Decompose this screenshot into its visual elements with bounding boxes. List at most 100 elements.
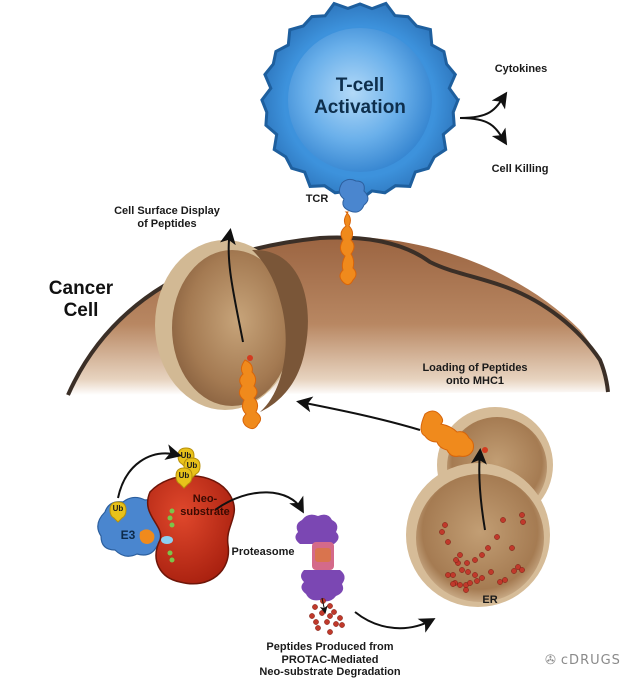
t-cell-activation-label: T-cell Activation	[310, 75, 410, 119]
neo-substrate-line1: Neo-	[192, 493, 218, 505]
neo-substrate-line2: substrate	[180, 505, 230, 518]
peptide-dot	[457, 552, 463, 558]
arrow-surface-display	[220, 228, 244, 343]
peptide-dot	[497, 579, 503, 585]
peptide-dot	[339, 622, 345, 628]
arrow-to-er	[354, 611, 436, 633]
cancer-cell-label: Cancer Cell	[36, 278, 126, 322]
peptide-dot	[337, 615, 343, 621]
peptide-dot	[465, 569, 471, 575]
cell-surface-display-line1: Cell Surface Display	[114, 205, 220, 217]
peptide-dot	[315, 625, 321, 631]
peptide-dot	[472, 572, 478, 578]
peptide-dot	[511, 568, 517, 574]
cell-surface-display-label: Cell Surface Display of Peptides	[104, 205, 230, 230]
arrow-proteasome-release	[319, 597, 328, 614]
cell-surface-display-line2: of Peptides	[137, 217, 197, 230]
ub-label-3: Ub	[178, 471, 190, 480]
peptide-dot	[331, 609, 337, 615]
peptide-dot	[479, 575, 485, 581]
cancer-cell	[66, 235, 610, 412]
arrow-ub-transfer	[117, 444, 182, 499]
peptide-dot	[313, 619, 319, 625]
arrow-er-loading	[470, 448, 487, 531]
arrow-to-cell-killing	[459, 117, 508, 146]
peptide-dot	[494, 534, 500, 540]
ub-label-1: Ub	[180, 451, 192, 460]
proteasome	[295, 514, 345, 635]
proteasome-label: Proteasome	[231, 546, 295, 558]
neo-substrate-label: Neo- substrate	[175, 493, 235, 518]
peptide-dot	[439, 529, 445, 535]
arrows	[117, 91, 508, 633]
tcr-receptor	[338, 178, 369, 213]
peptide-dot	[464, 560, 470, 566]
ub-label-2: Ub	[186, 461, 198, 470]
cancer-cell-line2: Cell	[63, 299, 99, 321]
mhc1-peptide-vesicle	[238, 355, 262, 430]
surface-vesicle	[155, 240, 308, 412]
neo-substrate	[139, 475, 236, 585]
er-peptide-dots	[439, 512, 526, 593]
arrow-er-to-vesicle	[296, 396, 421, 431]
peptide-dot	[467, 580, 473, 586]
loading-peptides-line1: Loading of Peptides	[422, 362, 528, 374]
ubiquitin-tags	[109, 447, 201, 523]
peptide-dot	[309, 613, 315, 619]
peptide-dot	[333, 621, 339, 627]
peptide-dot	[319, 610, 325, 616]
peptide-dot	[453, 557, 459, 563]
peptide-dot	[327, 629, 333, 635]
t-cell-label-line2: Activation	[314, 96, 406, 118]
loading-peptides-label: Loading of Peptides onto MHC1	[410, 362, 540, 387]
peptide-dot	[459, 567, 465, 573]
arrow-to-cytokines	[459, 91, 508, 119]
e3-label: E3	[120, 528, 136, 542]
peptide-dot	[445, 572, 451, 578]
peptides-produced-line2: PROTAC-Mediated	[281, 653, 379, 666]
peptide-dot	[445, 539, 451, 545]
peptide-dot	[463, 587, 469, 593]
er-label: ER	[482, 594, 498, 606]
peptides-produced-line1: Peptides Produced from	[266, 641, 394, 653]
watermark: ✇ cDRUGS	[545, 653, 621, 668]
peptide-dot	[312, 604, 318, 610]
t-cell	[260, 1, 461, 202]
peptide-dot	[457, 582, 463, 588]
peptide-dot	[479, 552, 485, 558]
peptide-dot	[327, 613, 333, 619]
peptide-dot	[500, 517, 506, 523]
watermark-text: cDRUGS	[560, 653, 621, 668]
peptide-dot	[327, 603, 333, 609]
peptides-produced-label: Peptides Produced from PROTAC-Mediated N…	[250, 641, 410, 679]
peptide-dot	[472, 557, 478, 563]
peptide-dot	[520, 519, 526, 525]
peptide-dot	[450, 581, 456, 587]
mhc1-peptide-surface	[339, 211, 357, 286]
peptide-dot	[519, 567, 525, 573]
peptide-dot	[450, 572, 456, 578]
cancer-cell-line1: Cancer	[48, 278, 114, 299]
peptides-produced-line3: Neo-substrate Degradation	[259, 666, 401, 679]
cell-killing-label: Cell Killing	[491, 163, 549, 175]
endoplasmic-reticulum	[406, 407, 553, 607]
peptide-dot	[519, 512, 525, 518]
wechat-icon: ✇	[545, 653, 557, 668]
arrow-to-proteasome	[214, 491, 304, 514]
t-cell-label-line1: T-cell	[335, 75, 385, 96]
tcr-label: TCR	[305, 193, 329, 205]
peptide-dot	[502, 577, 508, 583]
peptide-dot	[442, 522, 448, 528]
peptide-dot	[485, 545, 491, 551]
peptide-dot	[474, 578, 480, 584]
proteasome-peptide-dots	[309, 598, 345, 635]
ub-label-e3: Ub	[112, 504, 124, 513]
peptide-dot	[488, 569, 494, 575]
peptide-dot	[324, 619, 330, 625]
peptide-dot	[509, 545, 515, 551]
peptide-dot	[515, 564, 521, 570]
loading-peptides-line2: onto MHC1	[445, 374, 505, 387]
cytokines-label: Cytokines	[494, 63, 548, 75]
